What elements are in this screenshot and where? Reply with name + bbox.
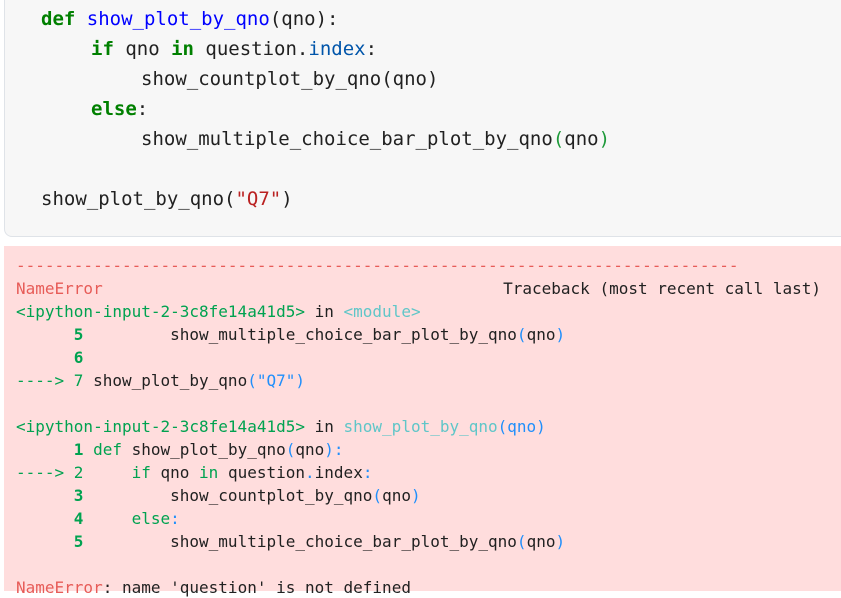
final-error-message: : name 'question' is not defined xyxy=(102,578,411,597)
arg: qno xyxy=(526,325,556,344)
function-name: show_plot_by_qno xyxy=(86,8,270,30)
open-paren: ( xyxy=(247,371,257,390)
code-text: question xyxy=(218,463,306,482)
line-number: 1 xyxy=(73,440,84,459)
code-line-1: def show_plot_by_qno(qno): xyxy=(41,7,338,31)
in-keyword: in xyxy=(199,463,219,482)
traceback-header: NameError Traceback (most recent call las… xyxy=(16,279,821,299)
arrow-marker: ----> 7 xyxy=(16,371,84,390)
code-cell[interactable]: def show_plot_by_qno(qno): if qno in que… xyxy=(4,0,841,237)
if-attribute: index xyxy=(308,38,366,60)
frame2-line-2: ----> 2 if qno in question.index: xyxy=(16,463,372,483)
line-number: 4 xyxy=(73,509,84,528)
code-text: show_multiple_choice_bar_plot_by_qno xyxy=(83,325,517,344)
frame1-in: in xyxy=(304,302,344,321)
arg: qno xyxy=(526,532,556,551)
function-args: (qno): xyxy=(269,8,339,30)
close-paren: ) xyxy=(555,532,566,551)
close-paren: ) xyxy=(410,486,421,505)
open-paren: ( xyxy=(516,325,527,344)
final-call-string: "Q7" xyxy=(235,188,282,210)
open-paren: ( xyxy=(285,440,296,459)
colon: : xyxy=(362,463,373,482)
frame2-line-3: 3 show_countplot_by_qno(qno) xyxy=(16,486,421,506)
line-number: 3 xyxy=(73,486,84,505)
code-line-4: else: xyxy=(91,97,148,121)
multi-call-name: show_multiple_choice_bar_plot_by_qno xyxy=(141,128,553,150)
error-name: NameError xyxy=(16,279,103,298)
final-call-name: show_plot_by_qno( xyxy=(41,188,236,210)
frame2-scope: show_plot_by_qno xyxy=(343,417,498,436)
close-paren: ) xyxy=(555,325,566,344)
code-text: show_plot_by_qno xyxy=(83,371,248,390)
close-paren: ): xyxy=(324,440,344,459)
multi-call-arg: qno xyxy=(564,128,599,150)
if-keyword: if xyxy=(91,38,114,60)
code-text: index xyxy=(314,463,363,482)
if-object: question. xyxy=(193,38,309,60)
code-line-5: show_multiple_choice_bar_plot_by_qno(qno… xyxy=(141,127,610,151)
def-keyword: def xyxy=(41,8,76,30)
final-error-name: NameError xyxy=(16,578,103,597)
frame1-line-5: 5 show_multiple_choice_bar_plot_by_qno(q… xyxy=(16,325,565,345)
colon: : xyxy=(170,509,180,528)
countplot-call: show_countplot_by_qno(qno) xyxy=(141,68,439,90)
def-keyword: def xyxy=(93,440,122,459)
frame2-scope-args: (qno) xyxy=(497,417,546,436)
if-keyword: if xyxy=(131,463,151,482)
code-text: show_countplot_by_qno xyxy=(83,486,373,505)
frame1-line-6: 6 xyxy=(16,348,84,368)
frame1-scope: <module> xyxy=(343,302,421,321)
code-text: show_multiple_choice_bar_plot_by_qno xyxy=(83,532,517,551)
code-line-3: show_countplot_by_qno(qno) xyxy=(141,67,438,91)
frame1-header: <ipython-input-2-3c8fe14a41d5> in <modul… xyxy=(16,302,421,322)
if-var: qno xyxy=(113,38,172,60)
open-paren: ( xyxy=(372,486,383,505)
else-keyword: else xyxy=(131,509,171,528)
error-output: ----------------------------------------… xyxy=(4,246,841,597)
dot: . xyxy=(305,463,315,482)
frame2-line-5: 5 show_multiple_choice_bar_plot_by_qno(q… xyxy=(16,532,565,552)
frame1-line-7: ----> 7 show_plot_by_qno("Q7") xyxy=(16,371,305,391)
frame2-in: in xyxy=(304,417,344,436)
multi-call-open-paren: ( xyxy=(552,128,565,150)
line-number: 6 xyxy=(73,348,84,367)
frame2-line-4: 4 else: xyxy=(16,509,180,529)
arg: "Q7" xyxy=(256,371,296,390)
open-paren: ( xyxy=(516,532,527,551)
traceback-header-right: Traceback (most recent call last) xyxy=(503,279,821,298)
frame2-location: <ipython-input-2-3c8fe14a41d5> xyxy=(16,417,305,436)
line-number: 5 xyxy=(73,532,84,551)
arg: qno xyxy=(382,486,411,505)
code-text: show_plot_by_qno xyxy=(121,440,286,459)
in-keyword: in xyxy=(171,38,194,60)
arg: qno xyxy=(295,440,325,459)
code-line-7: show_plot_by_qno("Q7") xyxy=(41,187,293,211)
frame1-location: <ipython-input-2-3c8fe14a41d5> xyxy=(16,302,305,321)
else-keyword: else xyxy=(91,98,137,120)
final-call-close: ) xyxy=(281,188,293,210)
code-text: qno xyxy=(150,463,200,482)
else-colon: : xyxy=(136,98,149,120)
code-line-2: if qno in question.index: xyxy=(91,37,377,61)
final-error-line: NameError: name 'question' is not define… xyxy=(16,578,411,598)
if-colon: : xyxy=(365,38,378,60)
multi-call-close-paren: ) xyxy=(598,128,611,150)
close-paren: ) xyxy=(295,371,306,390)
frame2-line-1: 1 def show_plot_by_qno(qno): xyxy=(16,440,344,460)
line-number: 5 xyxy=(73,325,84,344)
frame2-header: <ipython-input-2-3c8fe14a41d5> in show_p… xyxy=(16,417,546,437)
arrow-marker: ----> 2 xyxy=(16,463,84,482)
traceback-dashes: ----------------------------------------… xyxy=(16,256,739,275)
